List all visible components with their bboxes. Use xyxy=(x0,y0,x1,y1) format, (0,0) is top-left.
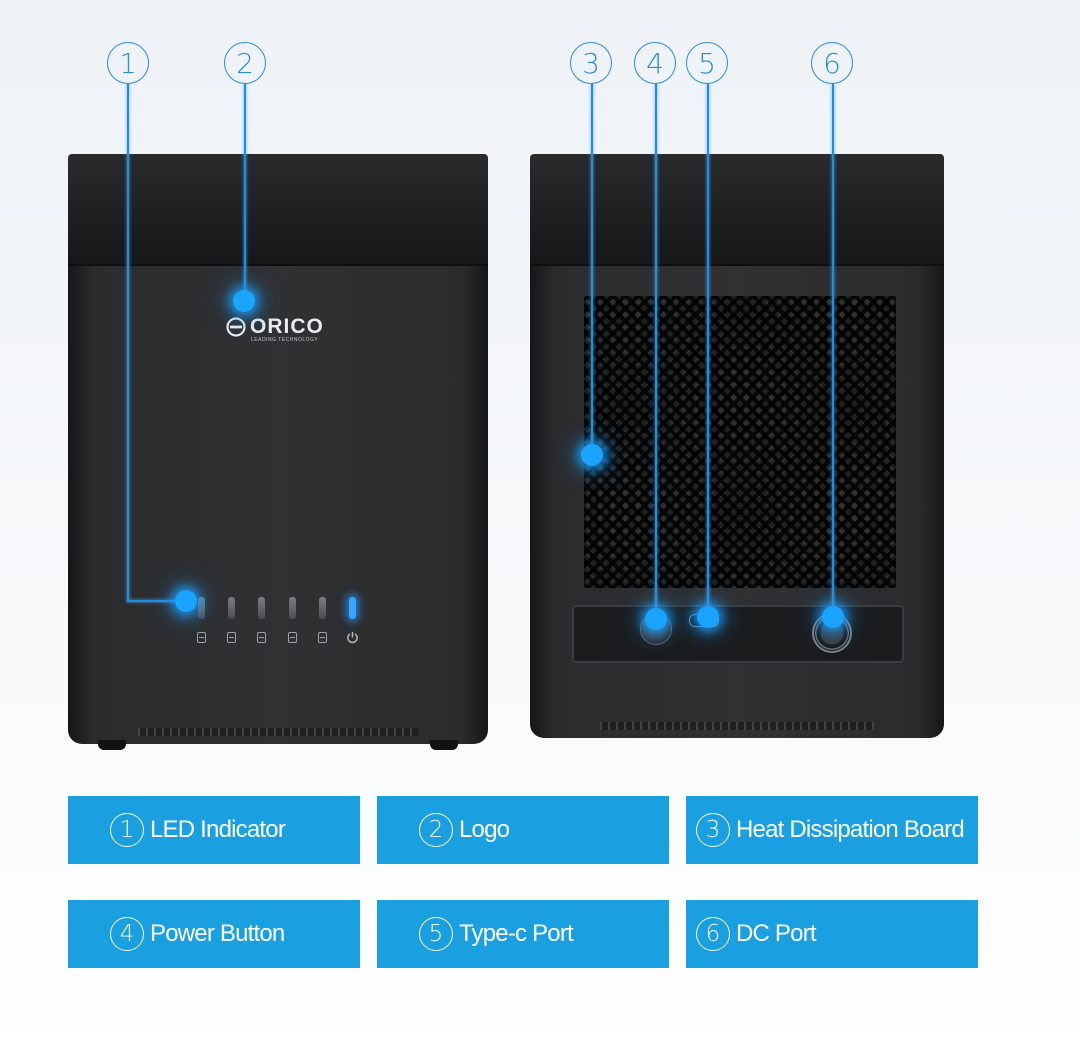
led-bay-5 xyxy=(319,597,326,619)
orico-mark-icon xyxy=(226,317,246,337)
legend-label: Power Button xyxy=(150,920,285,947)
front-body xyxy=(68,266,488,744)
led-bay-4 xyxy=(289,597,296,619)
callout-dot-5 xyxy=(697,606,719,628)
drive-bay-icon xyxy=(197,632,206,643)
callout-dot-3 xyxy=(581,444,603,466)
front-enclosure xyxy=(68,154,488,750)
logo-tagline: LEADING TECHNOLOGY xyxy=(251,337,319,343)
callout-dot-4 xyxy=(645,608,667,630)
led-power xyxy=(349,597,356,619)
legend-type-c-port: 5 Type-c Port xyxy=(377,900,669,968)
legend-label: Heat Dissipation Board xyxy=(736,816,965,843)
drive-bay-icon xyxy=(288,632,297,643)
led-bay-3 xyxy=(258,597,265,619)
led-bay-1 xyxy=(198,597,205,619)
callout-number-6: 6 xyxy=(811,42,853,84)
legend-number: 5 xyxy=(419,917,453,951)
legend-label: DC Port xyxy=(736,920,817,947)
callout-number-2: 2 xyxy=(224,42,266,84)
drive-bay-icon xyxy=(257,632,266,643)
callout-dot-1 xyxy=(175,590,197,612)
front-top-cap xyxy=(68,154,488,266)
callout-number-4: 4 xyxy=(634,42,676,84)
legend-label: Logo xyxy=(459,816,510,843)
legend-label: Type-c Port xyxy=(459,920,574,947)
callout-number-3: 3 xyxy=(570,42,612,84)
rear-port-panel xyxy=(572,605,904,663)
legend-heat-dissipation-board: 3 Heat Dissipation Board xyxy=(686,796,978,864)
legend-number: 4 xyxy=(110,917,144,951)
callout-dot-6 xyxy=(822,606,844,628)
orico-logo: ORICO LEADING TECHNOLOGY xyxy=(226,315,336,347)
legend-power-button: 4 Power Button xyxy=(68,900,360,968)
drive-bay-icon xyxy=(227,632,236,643)
legend-dc-port: 6 DC Port xyxy=(686,900,978,968)
callout-dot-2 xyxy=(233,290,255,312)
legend-led-indicator: 1 LED Indicator xyxy=(68,796,360,864)
logo-brand: ORICO xyxy=(250,315,324,338)
callout-number-5: 5 xyxy=(686,42,728,84)
rear-top-cap xyxy=(530,154,944,266)
legend-label: LED Indicator xyxy=(150,816,286,843)
legend-number: 3 xyxy=(696,813,730,847)
drive-bay-icon xyxy=(318,632,327,643)
legend-number: 1 xyxy=(110,813,144,847)
power-icon xyxy=(347,631,358,644)
led-bay-2 xyxy=(228,597,235,619)
legend-number: 2 xyxy=(419,813,453,847)
callout-number-1: 1 xyxy=(107,42,149,84)
legend-number: 6 xyxy=(696,917,730,951)
legend-logo: 2 Logo xyxy=(377,796,669,864)
